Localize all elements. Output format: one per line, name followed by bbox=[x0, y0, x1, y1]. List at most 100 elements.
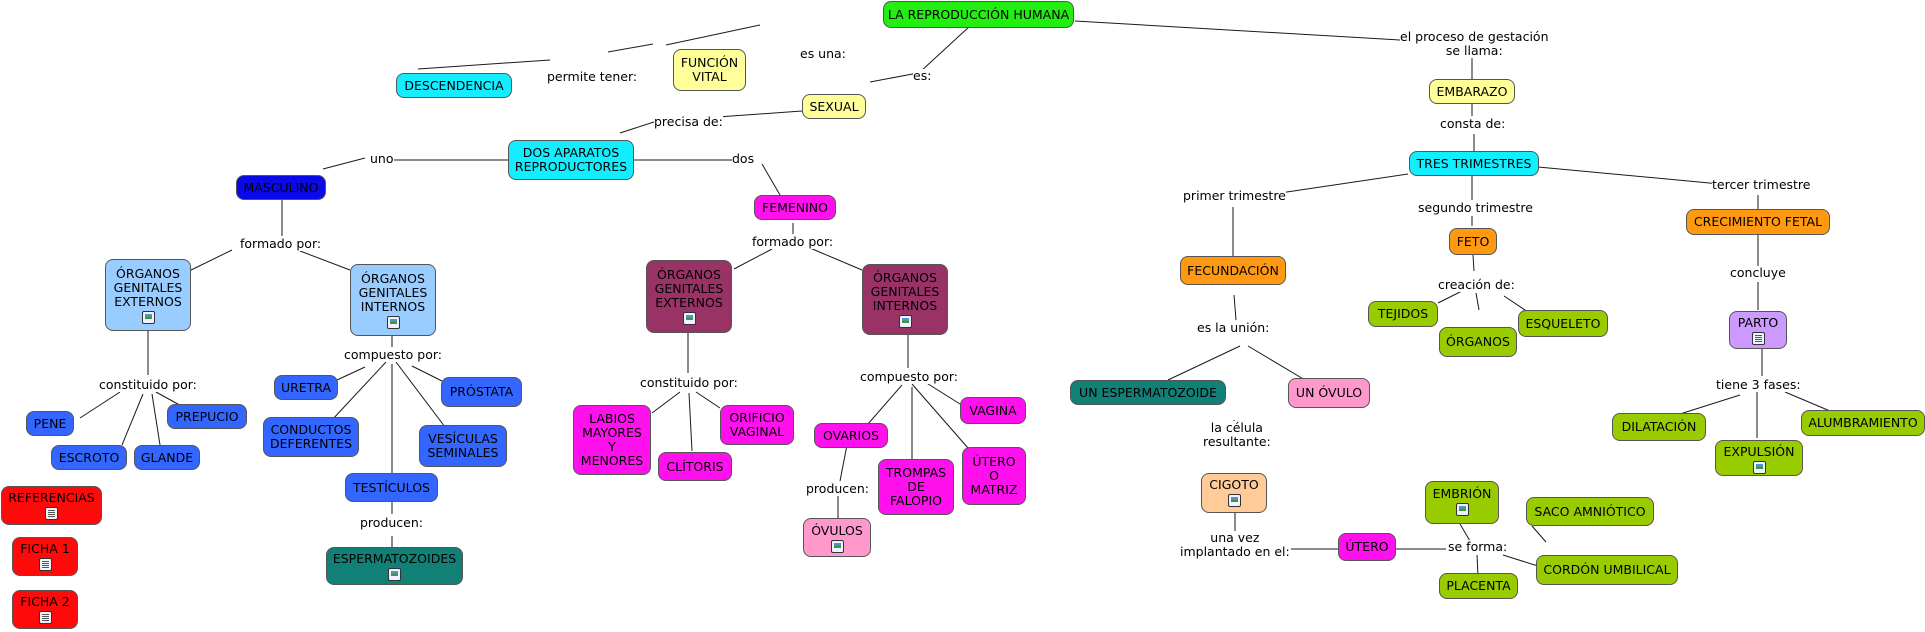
node-utero[interactable]: ÚTERO bbox=[1338, 533, 1396, 561]
node-tres-trimestres[interactable]: TRES TRIMESTRES bbox=[1409, 151, 1539, 176]
node-ficha-2[interactable]: FICHA 2 bbox=[12, 590, 78, 629]
node-dos-aparatos[interactable]: DOS APARATOS REPRODUCTORES bbox=[508, 140, 634, 180]
link-tres-fases: tiene 3 fases: bbox=[1716, 377, 1801, 392]
node-organos-internos-f[interactable]: ÓRGANOS GENITALES INTERNOS bbox=[862, 264, 948, 335]
node-placenta[interactable]: PLACENTA bbox=[1439, 573, 1518, 599]
node-label: ESCROTO bbox=[58, 449, 120, 465]
node-label: PENE bbox=[33, 415, 67, 431]
node-label: PRÓSTATA bbox=[449, 384, 514, 399]
node-label: FECUNDACIÓN bbox=[1187, 262, 1279, 278]
node-organos-externos-m[interactable]: ÓRGANOS GENITALES EXTERNOS bbox=[105, 259, 191, 331]
node-prepucio[interactable]: PREPUCIO bbox=[167, 404, 247, 429]
image-resource-icon[interactable] bbox=[830, 540, 844, 553]
node-esqueleto[interactable]: ESQUELETO bbox=[1518, 310, 1608, 337]
link-constituido-por-m: constituido por: bbox=[99, 377, 197, 392]
node-label: URETRA bbox=[280, 379, 332, 395]
node-label: FICHA 2 bbox=[20, 594, 70, 609]
image-resource-icon[interactable] bbox=[1455, 503, 1469, 516]
node-labios[interactable]: LABIOS MAYORES Y MENORES bbox=[573, 405, 651, 475]
node-label: MASCULINO bbox=[243, 179, 319, 195]
node-testiculos[interactable]: TESTÍCULOS bbox=[345, 473, 438, 502]
node-alumbramiento[interactable]: ALUMBRAMIENTO bbox=[1801, 410, 1925, 436]
node-prostata[interactable]: PRÓSTATA bbox=[441, 377, 522, 407]
node-label: LA REPRODUCCIÓN HUMANA bbox=[887, 6, 1070, 22]
link-es-una: es una: bbox=[800, 46, 846, 61]
image-resource-icon[interactable] bbox=[898, 315, 912, 328]
node-escroto[interactable]: ESCROTO bbox=[51, 445, 127, 470]
node-crecimiento-fetal[interactable]: CRECIMIENTO FETAL bbox=[1686, 209, 1830, 235]
node-masculino[interactable]: MASCULINO bbox=[236, 175, 326, 200]
node-organos[interactable]: ÓRGANOS bbox=[1439, 327, 1517, 357]
node-pene[interactable]: PENE bbox=[26, 411, 74, 436]
node-un-ovulo[interactable]: UN ÓVULO bbox=[1288, 378, 1370, 408]
link-se-forma: se forma: bbox=[1448, 539, 1508, 554]
node-vesiculas-seminales[interactable]: VESÍCULAS SEMINALES bbox=[419, 425, 507, 467]
node-dilatacion[interactable]: DILATACIÓN bbox=[1612, 413, 1706, 441]
node-ovarios[interactable]: OVARIOS bbox=[814, 423, 888, 448]
image-resource-icon[interactable] bbox=[141, 310, 155, 324]
link-compuesto-por-f: compuesto por: bbox=[860, 369, 958, 384]
node-glande[interactable]: GLANDE bbox=[134, 445, 200, 470]
node-embrion[interactable]: EMBRIÓN bbox=[1425, 481, 1499, 524]
node-la-reproduccion-humana[interactable]: LA REPRODUCCIÓN HUMANA bbox=[883, 1, 1074, 28]
image-resource-icon[interactable] bbox=[682, 312, 696, 325]
node-label: CONDUCTOS DEFERENTES bbox=[269, 422, 352, 451]
node-label: DESCENDENCIA bbox=[404, 77, 504, 93]
node-utero-matriz[interactable]: ÚTERO O MATRIZ bbox=[962, 447, 1026, 505]
node-ovulos[interactable]: ÓVULOS bbox=[803, 518, 871, 557]
node-label: ÓRGANOS GENITALES EXTERNOS bbox=[113, 265, 183, 309]
node-label: PLACENTA bbox=[1446, 578, 1511, 593]
node-vagina[interactable]: VAGINA bbox=[960, 397, 1026, 424]
node-label: FUNCIÓN VITAL bbox=[680, 55, 739, 84]
node-referencias[interactable]: REFERENCIAS bbox=[1, 486, 102, 525]
image-resource-icon[interactable] bbox=[388, 568, 401, 581]
link-gestacion: el proceso de gestación se llama: bbox=[1400, 29, 1549, 58]
node-cordon-umbilical[interactable]: CORDÓN UMBILICAL bbox=[1536, 555, 1678, 585]
node-ficha-1[interactable]: FICHA 1 bbox=[12, 537, 78, 576]
node-label: REFERENCIAS bbox=[8, 490, 95, 505]
node-tejidos[interactable]: TEJIDOS bbox=[1368, 301, 1438, 327]
node-espermatozoides[interactable]: ESPERMATOZOIDES bbox=[326, 547, 463, 585]
node-label: ORIFICIO VAGINAL bbox=[729, 410, 785, 439]
node-embarazo[interactable]: EMBARAZO bbox=[1429, 79, 1515, 104]
node-organos-externos-f[interactable]: ÓRGANOS GENITALES EXTERNOS bbox=[646, 260, 732, 333]
link-consta-de: consta de: bbox=[1440, 116, 1506, 131]
document-resource-icon[interactable] bbox=[1751, 332, 1765, 345]
link-implantado: una vez implantado en el: bbox=[1180, 530, 1290, 559]
node-fecundacion[interactable]: FECUNDACIÓN bbox=[1180, 256, 1286, 285]
node-label: ESQUELETO bbox=[1525, 315, 1601, 331]
node-label: OVARIOS bbox=[822, 427, 880, 443]
document-resource-icon[interactable] bbox=[38, 611, 52, 624]
node-label: TEJIDOS bbox=[1377, 306, 1429, 321]
node-descendencia[interactable]: DESCENDENCIA bbox=[396, 73, 512, 98]
node-label: ESPERMATOZOIDES bbox=[332, 551, 457, 566]
image-resource-icon[interactable] bbox=[1752, 461, 1766, 474]
node-label: CIGOTO bbox=[1209, 477, 1259, 492]
link-precisa-de: precisa de: bbox=[654, 114, 723, 129]
image-resource-icon[interactable] bbox=[1227, 494, 1241, 507]
node-clitoris[interactable]: CLÍTORIS bbox=[658, 452, 732, 481]
node-un-espermatozoide[interactable]: UN ESPERMATOZOIDE bbox=[1070, 380, 1226, 405]
node-expulsion[interactable]: EXPULSIÓN bbox=[1715, 440, 1803, 476]
node-label: CRECIMIENTO FETAL bbox=[1693, 214, 1823, 229]
node-trompas[interactable]: TROMPAS DE FALOPIO bbox=[878, 459, 954, 515]
node-cigoto[interactable]: CIGOTO bbox=[1201, 473, 1267, 513]
node-label: SACO AMNIÓTICO bbox=[1534, 503, 1646, 519]
document-resource-icon[interactable] bbox=[45, 507, 58, 520]
node-organos-internos-m[interactable]: ÓRGANOS GENITALES INTERNOS bbox=[350, 264, 436, 336]
node-parto[interactable]: PARTO bbox=[1729, 311, 1787, 349]
node-label: ÚTERO O MATRIZ bbox=[970, 454, 1018, 497]
link-creacion-de: creación de: bbox=[1438, 277, 1515, 292]
node-sexual[interactable]: SEXUAL bbox=[802, 94, 866, 119]
node-orificio-vaginal[interactable]: ORIFICIO VAGINAL bbox=[720, 405, 794, 445]
node-feto[interactable]: FETO bbox=[1449, 228, 1497, 255]
node-label: ÓVULOS bbox=[811, 523, 863, 538]
node-conductos-deferentes[interactable]: CONDUCTOS DEFERENTES bbox=[263, 417, 359, 457]
node-funcion-vital[interactable]: FUNCIÓN VITAL bbox=[673, 49, 746, 91]
node-femenino[interactable]: FEMENINO bbox=[754, 195, 836, 220]
node-uretra[interactable]: URETRA bbox=[274, 375, 338, 400]
image-resource-icon[interactable] bbox=[386, 315, 400, 329]
node-label: ALUMBRAMIENTO bbox=[1808, 415, 1918, 430]
node-saco-amniotico[interactable]: SACO AMNIÓTICO bbox=[1526, 497, 1654, 526]
document-resource-icon[interactable] bbox=[38, 558, 52, 571]
